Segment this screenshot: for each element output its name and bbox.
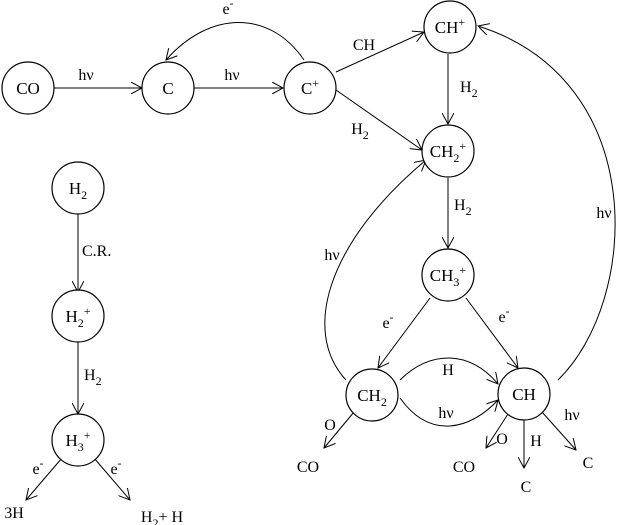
- node-h2-plus: H2+: [51, 289, 105, 343]
- label-ch2-to-ch-upper: H: [442, 362, 454, 379]
- node-h2: H2: [51, 161, 105, 215]
- node-ch2-label: CH2: [357, 386, 387, 409]
- edge-ch-to-c-right: [541, 411, 576, 450]
- node-ch2: CH2: [345, 368, 399, 422]
- node-ch3-plus: CH3+: [421, 248, 475, 302]
- node-ch-label: CH: [512, 385, 536, 404]
- edge-ch3p-to-ch2: [378, 297, 431, 368]
- label-ch3p-to-ch: e-: [498, 304, 509, 326]
- node-h3-plus-label: H3+: [65, 428, 90, 454]
- node-c-plus-label: C+: [301, 76, 319, 98]
- node-ch: CH: [497, 367, 551, 421]
- edge-ch2-to-ch-lower: [399, 397, 498, 427]
- label-ch3p-to-ch2: e-: [382, 310, 393, 332]
- label-h3p-h2h: H2+ H: [141, 509, 184, 525]
- edge-ch3p-to-ch: [465, 297, 518, 368]
- label-ch-c-down: C: [521, 479, 532, 496]
- label-ch2-o: O: [324, 417, 336, 434]
- label-cplus-to-chp: CH: [353, 37, 376, 54]
- label-h3p-3h: 3H: [4, 505, 24, 522]
- edge-ch2-to-co: [324, 411, 355, 448]
- label-h2p-to-h3p: H2: [84, 367, 102, 388]
- node-ch3-plus-label: CH3+: [430, 263, 467, 289]
- label-h3p-e-right: e-: [110, 456, 121, 478]
- label-ch2-to-ch-lower: hν: [438, 405, 453, 422]
- node-h3-plus: H3+: [51, 413, 105, 467]
- node-h2-plus-label: H2+: [65, 304, 90, 330]
- node-h2-label: H2: [69, 179, 87, 202]
- node-c-plus: C+: [283, 61, 337, 115]
- label-ch-h: H: [530, 433, 542, 450]
- label-ch-hv: hν: [564, 407, 579, 424]
- edge-ch2-to-ch-upper: [399, 357, 498, 384]
- edge-cplus-to-chp: [335, 32, 424, 73]
- node-ch2-plus-label: CH2+: [430, 139, 467, 165]
- edge-cplus-to-ch2p: [335, 89, 422, 150]
- label-ch-to-chp: hν: [596, 205, 611, 222]
- node-co-label: CO: [16, 79, 40, 98]
- node-c-label: C: [162, 79, 173, 98]
- edge-ch2-to-ch2p: [324, 160, 426, 381]
- edge-ch-to-co: [486, 413, 509, 448]
- edge-ch-to-chp: [478, 26, 616, 381]
- edge-h3p-to-3h: [26, 457, 63, 500]
- node-ch-plus-label: CH+: [435, 15, 466, 37]
- label-ch-c-right: C: [583, 455, 594, 472]
- edge-cplus-to-c: [166, 22, 305, 61]
- label-h2-to-h2p: C.R.: [82, 243, 111, 260]
- edges: [26, 22, 616, 501]
- label-ch2-co: CO: [297, 459, 319, 476]
- label-h3p-e-left: e-: [32, 456, 43, 478]
- node-ch-plus: CH+: [423, 0, 477, 54]
- edge-labels: hν hν e- CH H2 H2 H2 e- e- hν hν H hν O …: [4, 0, 611, 525]
- label-ch2-to-ch2p: hν: [324, 247, 339, 264]
- nodes: CO C C+ CH+ CH2+ CH3+ CH2 CH: [1, 0, 551, 467]
- label-c-to-cplus: hν: [224, 67, 239, 84]
- label-cplus-to-c: e-: [222, 0, 233, 18]
- node-co: CO: [1, 61, 55, 115]
- label-chp-to-ch2p: H2: [460, 79, 478, 100]
- label-ch-co: CO: [453, 459, 475, 476]
- label-cplus-to-ch2p: H2: [351, 121, 369, 142]
- label-ch2p-to-ch3p: H2: [454, 197, 472, 218]
- node-ch2-plus: CH2+: [421, 124, 475, 178]
- label-ch-o: O: [496, 431, 508, 448]
- node-c: C: [141, 61, 195, 115]
- edge-h3p-to-h2h: [93, 457, 130, 500]
- label-co-to-c: hν: [78, 67, 93, 84]
